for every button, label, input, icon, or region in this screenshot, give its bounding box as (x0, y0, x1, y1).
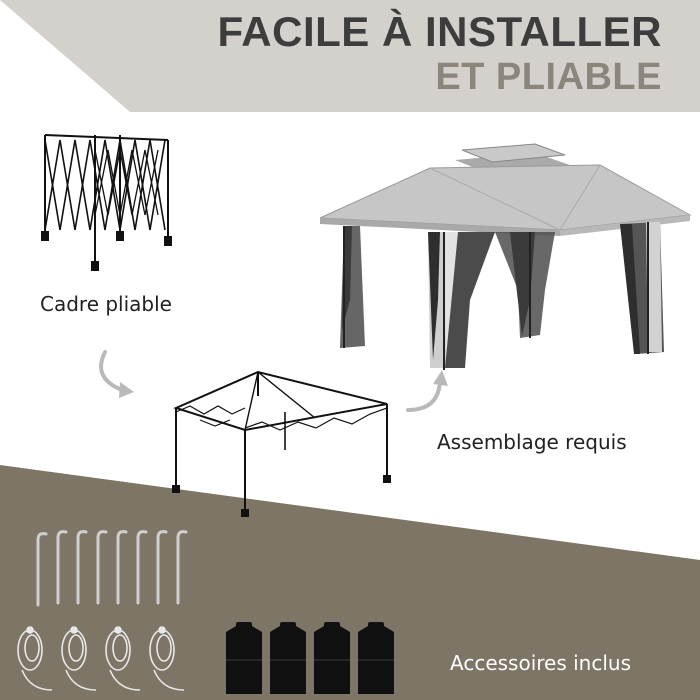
title-line-2: ET PLIABLE (435, 56, 662, 98)
header-band (0, 0, 700, 112)
accessories-label: Accessoires inclus (450, 651, 632, 675)
bottom-band (0, 465, 700, 700)
weight-bags-icon (226, 622, 394, 694)
folding-frame-label: Cadre pliable (40, 292, 172, 316)
gazebo-illustration (319, 143, 692, 370)
folded-frame-illustration (41, 134, 172, 271)
title-line-1: FACILE À INSTALLER (217, 8, 662, 55)
curved-arrow-up-icon (406, 370, 448, 412)
rope-bundles-icon (17, 626, 185, 691)
ground-stakes-icon (36, 530, 188, 607)
assembly-label: Assemblage requis (437, 430, 627, 454)
curved-arrow-down-icon (99, 350, 134, 398)
open-frame-illustration (172, 370, 391, 517)
